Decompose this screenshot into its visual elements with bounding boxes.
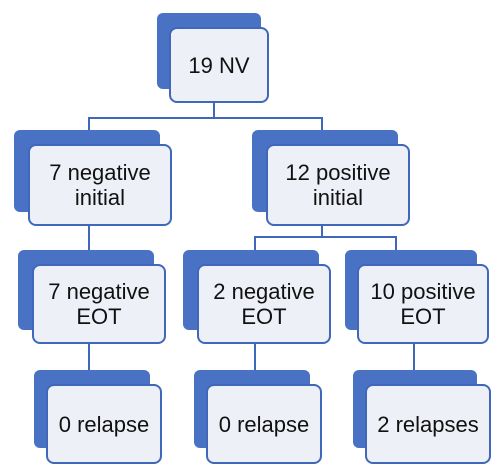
node-negative-eot-a: 7 negative EOT: [18, 250, 166, 344]
node-box: 7 negative EOT: [32, 264, 166, 344]
node-label-line-2: initial: [74, 185, 126, 210]
node-label-line-1: 12 positive: [285, 160, 391, 185]
node-box: 0 relapse: [46, 384, 162, 464]
node-box: 7 negative initial: [28, 144, 172, 226]
connector-pos-initial-right: [321, 224, 397, 250]
node-box: 10 positive EOT: [357, 264, 489, 344]
node-label-line-1: 7 negative: [48, 279, 150, 304]
node-negative-eot-b: 2 negative EOT: [183, 250, 331, 344]
node-box: 2 relapses: [365, 384, 491, 464]
node-label-line-2: EOT: [400, 304, 446, 329]
node-positive-eot: 10 positive EOT: [345, 250, 489, 344]
node-box: 19 NV: [169, 27, 269, 103]
node-box: 12 positive initial: [266, 144, 410, 226]
node-positive-initial: 12 positive initial: [252, 130, 410, 226]
node-label-line-2: EOT: [241, 304, 287, 329]
node-box: 0 relapse: [206, 384, 322, 464]
node-label-line-1: 7 negative: [49, 160, 151, 185]
node-label-line-2: initial: [312, 185, 364, 210]
node-relapse-c: 2 relapses: [353, 370, 491, 464]
node-negative-initial: 7 negative initial: [14, 130, 172, 226]
node-root: 19 NV: [157, 13, 269, 103]
node-label-line-2: EOT: [76, 304, 122, 329]
node-label: 0 relapse: [58, 411, 150, 437]
connector-root-right: [213, 102, 323, 134]
node-relapse-a: 0 relapse: [34, 370, 162, 464]
node-label-line-1: 2 negative: [213, 279, 315, 304]
node-label: 0 relapse: [218, 411, 310, 437]
node-label: 19 NV: [188, 52, 250, 78]
connector-pos-initial-left: [254, 224, 323, 250]
node-label-line-1: 10 positive: [370, 279, 476, 304]
node-box: 2 negative EOT: [197, 264, 331, 344]
node-relapse-b: 0 relapse: [194, 370, 322, 464]
node-label: 2 relapses: [377, 411, 479, 437]
